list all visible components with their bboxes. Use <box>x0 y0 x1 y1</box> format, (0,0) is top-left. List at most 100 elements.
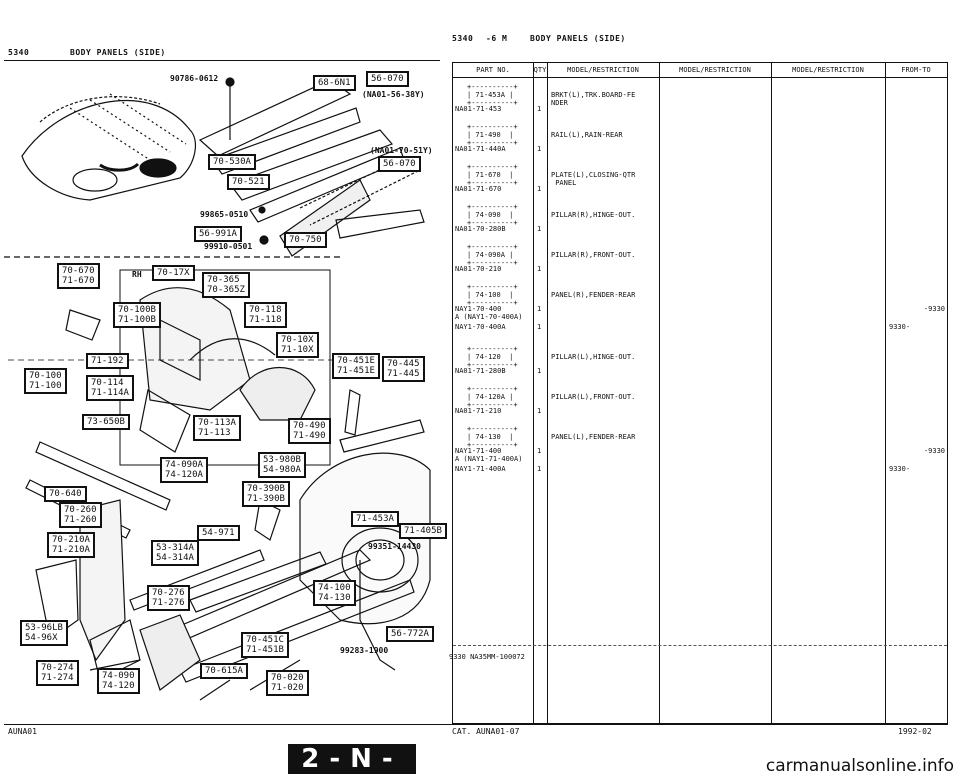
part-number: NA01-71-280B <box>455 367 506 375</box>
ref-box: +----------+ | 71-670 | +----------+ <box>467 163 518 187</box>
callout-label: 70-17X <box>152 265 195 281</box>
side-indicator-note: RH <box>132 270 142 279</box>
part-number: NAY1-70-400A <box>455 323 506 331</box>
ref-box: +----------+ | 71-453A | +----------+ <box>467 83 518 107</box>
parts-table: PART NO. QTY MODEL/RESTRICTION MODEL/RES… <box>449 62 948 724</box>
description: PANEL(R),FENDER-REAR <box>551 291 636 299</box>
callout-label: 70-365 70-365Z <box>202 272 250 298</box>
callout-label: 56-991A <box>194 226 242 242</box>
callout-label: 70-210A 71-210A <box>47 532 95 558</box>
callout-label: 70-451C 71-451B <box>241 632 289 658</box>
callout-label: 70-10X 71-10X <box>276 332 319 358</box>
table-footnote: 9330 NA35MM-100072 <box>449 653 525 661</box>
ref-box: +----------+ | 74-090 | +----------+ <box>467 203 518 227</box>
column-header-model: MODEL/RESTRICTION <box>567 66 639 74</box>
quantity: 1 <box>537 105 542 113</box>
header-rule <box>453 77 947 78</box>
callout-label: 74-090A 74-120A <box>160 457 208 483</box>
ref-box: +----------+ | 74-130 | +----------+ <box>467 425 518 449</box>
part-number: NAY1-71-400 A (NAY1-71-400A) <box>455 447 523 463</box>
callout-label: 54-971 <box>197 525 240 541</box>
part-number: NA01-71-453 <box>455 105 502 113</box>
watermark: carmanualsonline.info <box>765 756 954 776</box>
callout-label: 70-260 71-260 <box>59 502 102 528</box>
callout-label: 74-100 74-130 <box>313 580 356 606</box>
description: PILLAR(L),HINGE-OUT. <box>551 353 636 361</box>
column-divider <box>533 63 534 723</box>
callout-label: 71-453A <box>351 511 399 527</box>
header-rule <box>4 60 440 61</box>
footer-catalog-code: CAT. AUNA01-07 <box>452 727 520 736</box>
callout-label: 70-390B 71-390B <box>242 481 290 507</box>
quantity: 1 <box>537 367 542 375</box>
part-number: NAY1-71-400A <box>455 465 506 473</box>
footer-left-code: AUNA01 <box>8 727 37 736</box>
callout-label: 53-314A 54-314A <box>151 540 199 566</box>
description: PILLAR(R),FRONT-OUT. <box>551 251 636 259</box>
callout-label: 70-451E 71-451E <box>332 353 380 379</box>
part-number: NA01-71-440A <box>455 145 506 153</box>
quantity: 1 <box>537 407 542 415</box>
callout-label: 70-118 71-118 <box>244 302 287 328</box>
column-header-part-no: PART NO. <box>476 66 510 74</box>
page-code-suffix: -6 M <box>486 34 508 43</box>
page-title-left: BODY PANELS (SIDE) <box>70 48 166 57</box>
column-header-model: MODEL/RESTRICTION <box>679 66 751 74</box>
callout-label: 71-192 <box>86 353 129 369</box>
section-tab: 2-N-7 <box>288 744 416 774</box>
callout-label: 70-114 71-114A <box>86 375 134 401</box>
callout-label: 70-445 71-445 <box>382 356 425 382</box>
part-number-note: 99865-0510 <box>200 210 249 219</box>
page-code-right: 5340 <box>452 34 474 43</box>
column-divider <box>885 63 886 723</box>
callout-label: 70-750 <box>284 232 327 248</box>
part-number: NA01-70-210 <box>455 265 502 273</box>
callout-label: 70-615A <box>200 663 248 679</box>
description: PILLAR(R),HINGE-OUT. <box>551 211 636 219</box>
from-to: -9330 <box>923 305 945 313</box>
column-header-model: MODEL/RESTRICTION <box>792 66 864 74</box>
part-number: NA01-70-280B <box>455 225 506 233</box>
from-to: 9330- <box>889 465 911 473</box>
callout-label: 56-070 <box>366 71 409 87</box>
callout-label: 70-274 71-274 <box>36 660 79 686</box>
part-number-note: (NA01-70-51Y) <box>370 146 433 155</box>
column-header-qty: QTY <box>533 66 547 74</box>
part-number-note: 99283-1900 <box>340 646 389 655</box>
callout-label: 70-100B 71-100B <box>113 302 161 328</box>
callout-label: 71-405B <box>399 523 447 539</box>
quantity: 1 <box>537 145 542 153</box>
part-number: NA01-71-210 <box>455 407 502 415</box>
part-number-note: 90786-0612 <box>170 74 219 83</box>
description: RAIL(L),RAIN-REAR <box>551 131 623 139</box>
quantity: 1 <box>537 305 542 313</box>
callout-label: 70-670 71-670 <box>57 263 100 289</box>
from-to: -9330 <box>923 447 945 455</box>
callout-label: 53-980B 54-980A <box>258 452 306 478</box>
ref-box: +----------+ | 74-100 | +----------+ <box>467 283 518 307</box>
page-code-left: 5340 <box>8 48 30 57</box>
footer-rule <box>4 724 948 725</box>
quantity: 1 <box>537 323 542 331</box>
description: PILLAR(L),FRONT-OUT. <box>551 393 636 401</box>
description: PANEL(L),FENDER-REAR <box>551 433 636 441</box>
part-number: NAY1-70-400 A (NAY1-70-400A) <box>455 305 523 321</box>
callout-label: 68-6N1 <box>313 75 356 91</box>
callout-label: 53-96LB 54-96X <box>20 620 68 646</box>
column-divider <box>547 63 548 723</box>
callout-label: 56-070 <box>378 156 421 172</box>
column-header-from-to: FROM-TO <box>901 66 931 74</box>
callout-label: 73-650B <box>82 414 130 430</box>
ref-box: +----------+ | 71-490 | +----------+ <box>467 123 518 147</box>
callout-label: 74-090 74-120 <box>97 668 140 694</box>
callout-label: 70-020 71-020 <box>266 670 309 696</box>
quantity: 1 <box>537 225 542 233</box>
from-to: 9330- <box>889 323 911 331</box>
callout-label: 70-276 71-276 <box>147 585 190 611</box>
ref-box: +----------+ | 74-120 | +----------+ <box>467 345 518 369</box>
quantity: 1 <box>537 265 542 273</box>
part-number-note: 99351-14430 <box>368 542 421 551</box>
callout-label: 70-113A 71-113 <box>193 415 241 441</box>
description: BRKT(L),TRK.BOARD-FE NDER <box>551 91 636 107</box>
part-number: NA01-71-670 <box>455 185 502 193</box>
